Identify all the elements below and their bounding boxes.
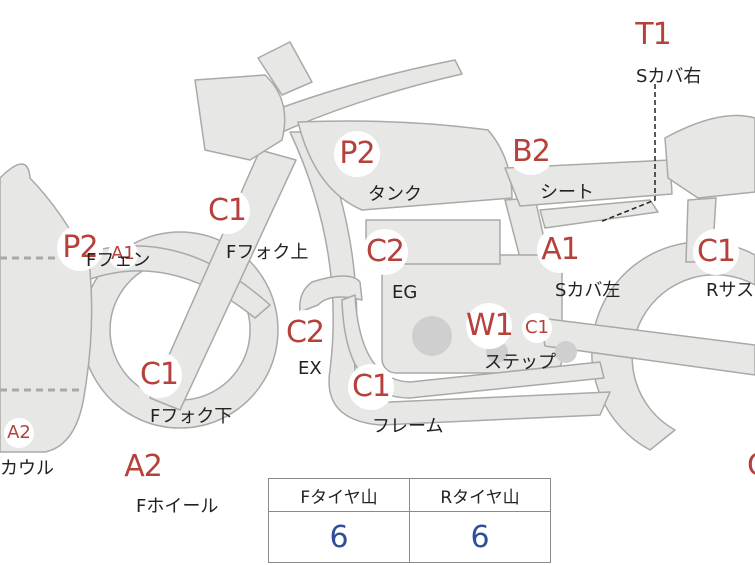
exhaust-pipe bbox=[341, 294, 605, 399]
marker-cowl: A2 bbox=[4, 418, 34, 448]
label-step: ステップ bbox=[484, 352, 556, 373]
marker-eg: C2 bbox=[362, 229, 408, 275]
light-mount bbox=[257, 41, 313, 96]
label-scover-left: Sカバ左 bbox=[555, 280, 621, 301]
tire-tread-table: Fタイヤ山 Rタイヤ山 6 6 bbox=[268, 478, 551, 563]
label-frame: フレーム bbox=[372, 416, 444, 437]
pointer-line bbox=[599, 84, 656, 223]
marker-tank: P2 bbox=[334, 131, 380, 177]
marker-t1: T1 bbox=[630, 12, 676, 58]
label-ffork-bottom: Fフォク下 bbox=[150, 406, 233, 427]
headlight bbox=[194, 74, 286, 161]
front-fork bbox=[149, 149, 297, 411]
marker-step: W1 bbox=[466, 303, 514, 349]
side-cover bbox=[539, 199, 659, 229]
marker-ffork-bottom: C1 bbox=[136, 352, 182, 398]
label-ffender: Fフェン bbox=[86, 250, 151, 271]
front-cowl bbox=[0, 163, 93, 453]
label-fwheel: Fホイール bbox=[136, 496, 219, 517]
rear-wheel bbox=[591, 241, 755, 451]
marker-ex: C2 bbox=[282, 310, 328, 356]
label-seat: シート bbox=[540, 182, 594, 203]
label-ex: EX bbox=[298, 358, 322, 379]
value-rear-tire: 6 bbox=[409, 511, 551, 563]
marker-right-edge: C bbox=[734, 443, 755, 489]
marker-ffender-a1: A1 bbox=[108, 239, 138, 269]
header-front-tire: Fタイヤ山 bbox=[268, 478, 410, 512]
table-value-row: 6 6 bbox=[268, 511, 551, 563]
label-tank: タンク bbox=[368, 184, 422, 205]
value-front-tire: 6 bbox=[268, 511, 410, 563]
marker-scover-left: A1 bbox=[537, 227, 583, 273]
marker-frame: C1 bbox=[348, 364, 394, 410]
step-peg-small-2 bbox=[555, 341, 577, 363]
header-rear-tire: Rタイヤ山 bbox=[409, 478, 551, 512]
marker-fwheel: A2 bbox=[120, 444, 166, 490]
table-header-row: Fタイヤ山 Rタイヤ山 bbox=[268, 478, 551, 512]
marker-seat: B2 bbox=[508, 129, 554, 175]
step-peg bbox=[412, 316, 452, 356]
marker-ffender: P2 bbox=[57, 225, 103, 271]
label-cowl: カウル bbox=[0, 458, 54, 479]
label-eg: EG bbox=[392, 282, 418, 303]
rear-cowl bbox=[664, 114, 755, 199]
marker-ffork-top: C1 bbox=[204, 188, 250, 234]
label-rsus: Rサス bbox=[706, 280, 755, 301]
exhaust bbox=[299, 275, 363, 313]
marker-step-c1: C1 bbox=[522, 313, 552, 343]
label-t1: Sカバ右 bbox=[636, 66, 702, 87]
marker-rsus: C1 bbox=[693, 229, 739, 275]
label-ffork-top: Fフォク上 bbox=[226, 242, 309, 263]
seat bbox=[504, 159, 673, 207]
